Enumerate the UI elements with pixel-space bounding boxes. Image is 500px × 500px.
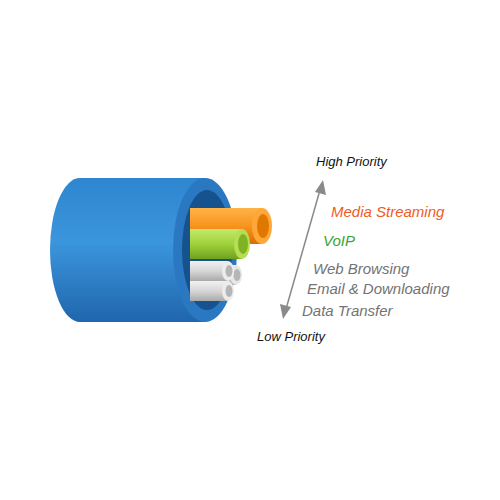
traffic-label: VoIP	[323, 232, 355, 250]
traffic-label: Data Transfer	[302, 302, 393, 320]
traffic-label: Email & Downloading	[307, 280, 450, 298]
priority-end-label: High Priority	[316, 154, 387, 170]
traffic-label: Web Browsing	[313, 260, 409, 278]
traffic-label: Media Streaming	[331, 203, 444, 221]
priority-arrow	[280, 180, 326, 319]
grey-tube	[190, 281, 234, 301]
grey-tube	[190, 261, 234, 281]
green-tube	[190, 229, 250, 259]
priority-end-label: Low Priority	[257, 329, 325, 345]
